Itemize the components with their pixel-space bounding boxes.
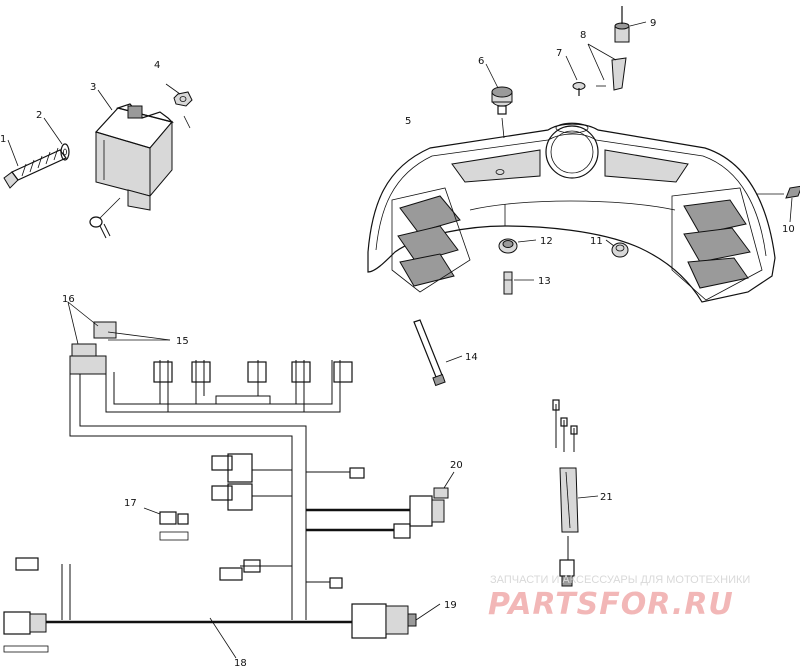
grommet-part-11 — [605, 239, 629, 258]
sleeve-part-21 — [552, 399, 599, 587]
watermark: ЗАПЧАСТИ И АКСЕССУАРЫ ДЛЯ МОТОТЕХНИКИ PA… — [488, 574, 750, 622]
callout-5: 5 — [405, 116, 411, 127]
bulb-socket-part-8 — [587, 43, 627, 91]
callout-14: 14 — [465, 352, 478, 363]
callout-20: 20 — [450, 460, 463, 471]
screw-part-7 — [565, 55, 586, 96]
callout-6: 6 — [478, 56, 484, 67]
callout-15: 15 — [176, 336, 189, 347]
knob-part-6 — [485, 63, 513, 139]
callout-1: 1 — [0, 134, 6, 145]
callout-13: 13 — [538, 276, 551, 287]
connectors-part-15 — [107, 331, 353, 383]
nut-part-4 — [165, 83, 193, 107]
cable-tie-part-14 — [413, 319, 463, 387]
callout-2: 2 — [36, 110, 42, 121]
console-pod-part-5 — [367, 122, 776, 303]
callout-21: 21 — [600, 492, 613, 503]
callout-8: 8 — [580, 30, 586, 41]
bolt-part-1 — [3, 147, 67, 189]
connector-part-13 — [503, 271, 534, 295]
callouts: 1 2 3 4 5 6 7 8 9 10 11 12 13 14 15 16 1… — [0, 18, 795, 666]
callout-12: 12 — [540, 236, 553, 247]
ring-terminal — [89, 197, 121, 239]
callout-16: 16 — [62, 294, 75, 305]
regulator-assembly — [3, 83, 193, 239]
callout-19: 19 — [444, 600, 457, 611]
bracket-part-16 — [67, 301, 117, 375]
voltage-regulator-part-3 — [94, 103, 174, 211]
callout-17: 17 — [124, 498, 137, 509]
watermark-brand: PARTSFOR.RU — [488, 587, 734, 622]
callout-4: 4 — [154, 60, 160, 71]
callout-9: 9 — [650, 18, 656, 29]
callout-7: 7 — [556, 48, 562, 59]
watermark-subtitle: ЗАПЧАСТИ И АКСЕССУАРЫ ДЛЯ МОТОТЕХНИКИ — [490, 574, 750, 586]
callout-11: 11 — [590, 236, 603, 247]
callout-3: 3 — [90, 82, 96, 93]
connector-part-19 — [351, 603, 441, 639]
clip-part-10 — [756, 185, 800, 223]
callout-10: 10 — [782, 224, 795, 235]
wiring-harness — [3, 301, 455, 659]
callout-18: 18 — [234, 658, 247, 666]
washer-part-2 — [60, 143, 70, 161]
grommet-part-12 — [498, 238, 537, 254]
bulb-part-9 — [614, 6, 647, 43]
